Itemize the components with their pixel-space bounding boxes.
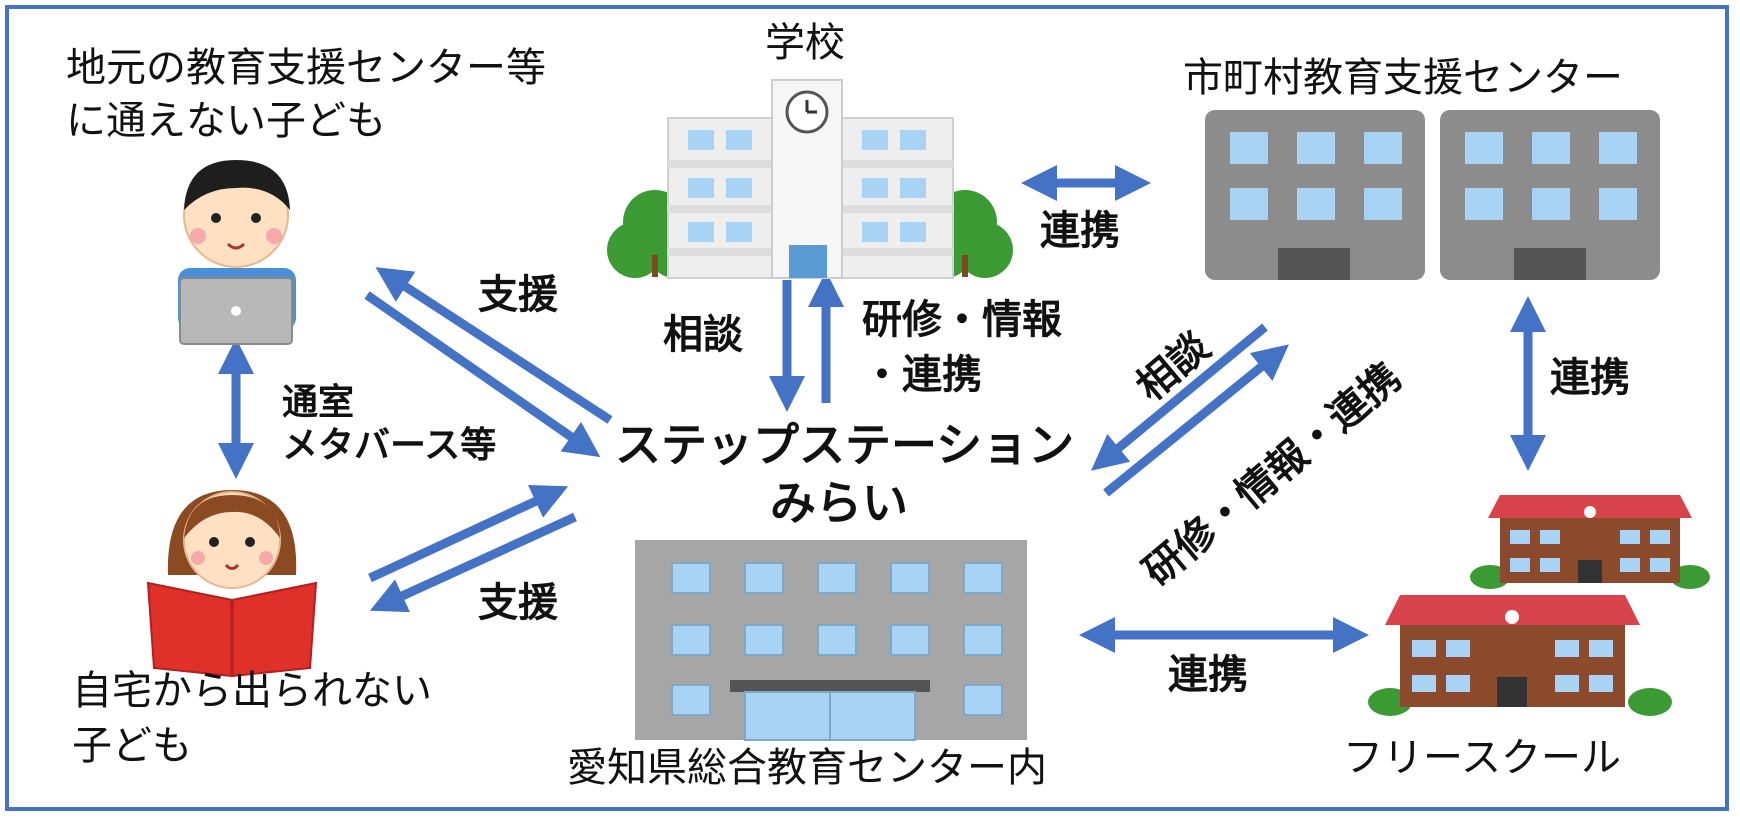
school-illustration (607, 79, 1013, 279)
free-school-illustration (1368, 495, 1710, 716)
child-top-label-line2: に通えない子ども (66, 98, 386, 144)
arrow-support-upper-to-child (375, 267, 613, 424)
free-school-label: フリースクール (1343, 735, 1621, 781)
arrows (218, 165, 1546, 653)
hub-label-line1: ステップステーション (615, 418, 1075, 472)
attendance-label-line1: 通室 (282, 382, 355, 423)
arrow-support-lower-to-hub (368, 485, 569, 583)
arrow-support-upper-to-hub (364, 291, 601, 458)
cooperate-hub-free-label: 連携 (1168, 652, 1248, 698)
training-school-label-line1: 研修・情報 (862, 297, 1062, 343)
arrow-training-center (1103, 344, 1289, 497)
training-school-label-line2: ・連携 (862, 352, 982, 398)
municipal-center-illustration (1205, 110, 1660, 280)
attendance-label-line2: メタバース等 (282, 425, 497, 466)
child-bottom-label-line2: 子ども (72, 723, 192, 769)
school-label: 学校 (765, 20, 845, 66)
cooperate-school-center-label: 連携 (1040, 208, 1120, 254)
consult-school-label: 相談 (663, 312, 743, 358)
prefectural-center-illustration (635, 540, 1027, 741)
child-top-label-line1: 地元の教育支援センター等 (66, 45, 546, 91)
cooperate-center-free-label: 連携 (1550, 355, 1630, 401)
support-lower-label: 支援 (478, 580, 558, 626)
child-reading-illustration (146, 490, 318, 678)
hub-label-line2: みらい (770, 476, 908, 530)
prefectural-center-label: 愛知県総合教育センター内 (567, 745, 1047, 791)
support-upper-label: 支援 (478, 272, 558, 318)
child-laptop-illustration (178, 160, 296, 345)
arrow-support-lower-to-child (369, 512, 577, 613)
arrow-consult-center (1091, 323, 1268, 471)
municipal-center-label: 市町村教育支援センター (1183, 55, 1623, 101)
diagram-frame (5, 5, 1729, 811)
child-bottom-label-line1: 自宅から出られない (72, 668, 432, 714)
